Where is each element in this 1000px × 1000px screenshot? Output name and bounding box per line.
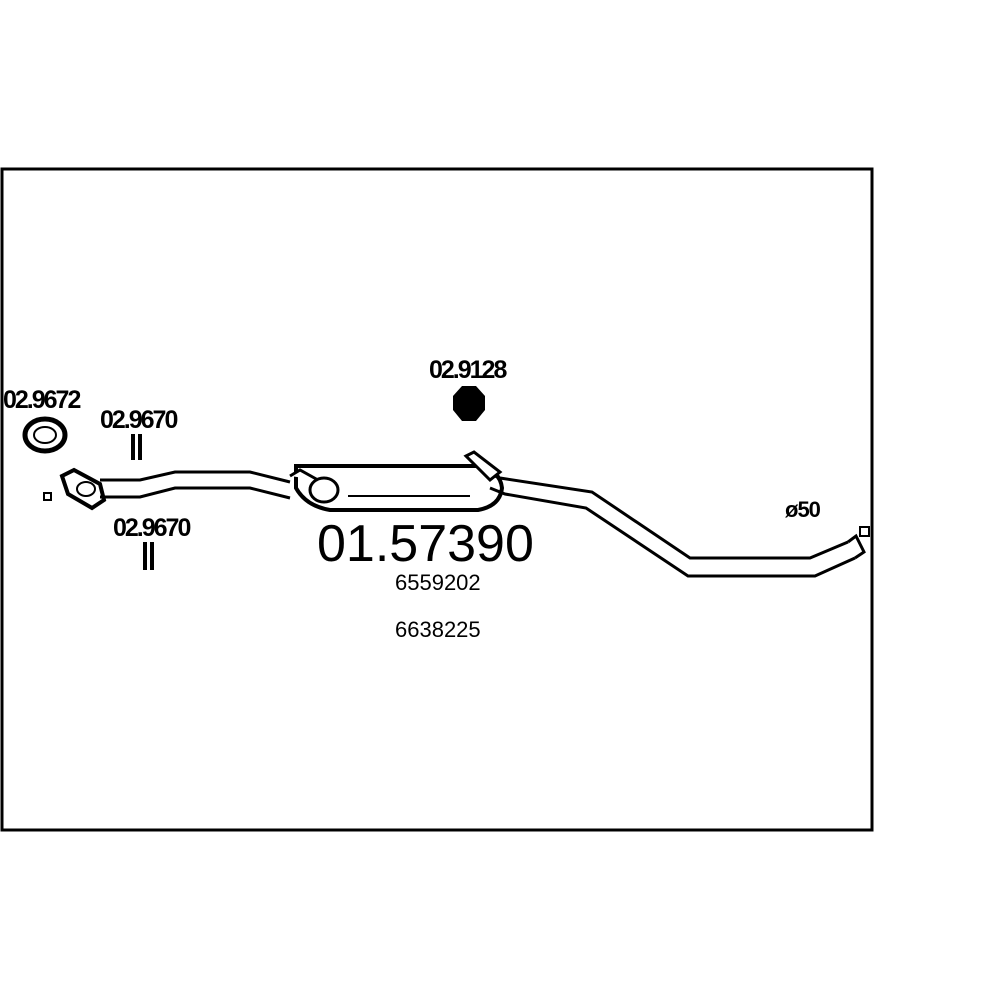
label-hanger-upper: 02.9670	[100, 406, 177, 434]
front-end-marker	[43, 492, 52, 501]
front-pipe	[100, 470, 291, 500]
label-gasket-ring: 02.9672	[3, 386, 80, 414]
middle-silencer	[289, 464, 505, 512]
label-hanger-lower: 02.9670	[113, 514, 190, 542]
gasket-ring-icon	[22, 416, 68, 454]
diagram-frame	[0, 167, 874, 832]
rubber-mount-icon	[453, 386, 485, 421]
tail-pipe-end	[847, 533, 866, 560]
label-rubber-mount: 02.9128	[429, 356, 507, 384]
rear-pipe-bracket	[463, 450, 503, 483]
hanger-upper-icon	[131, 434, 142, 460]
oe-number-1: 6559202	[395, 570, 481, 595]
oe-number-2: 6638225	[395, 617, 481, 642]
rear-pipe	[479, 468, 856, 578]
diameter-label: ø50	[785, 497, 821, 522]
main-part-number: 01.57390	[317, 515, 534, 573]
rear-end-marker	[859, 526, 870, 537]
front-flange	[59, 467, 107, 511]
hanger-lower-icon	[143, 542, 154, 570]
